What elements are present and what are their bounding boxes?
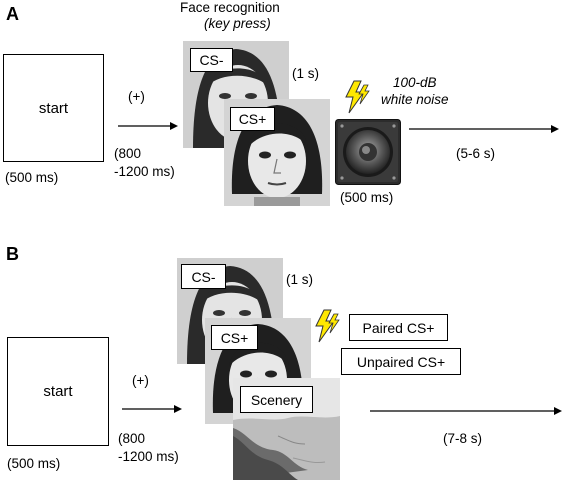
- panel-b-cs-minus-label: CS-: [181, 264, 226, 289]
- panel-b-start-box: start: [7, 337, 109, 446]
- panel-b-fixation: (+): [132, 373, 149, 388]
- speaker-icon: [335, 119, 401, 190]
- panel-a-start-label: start: [38, 99, 69, 117]
- lightning-icon: [312, 309, 340, 348]
- panel-a-us-intensity: 100-dB: [393, 75, 437, 90]
- panel-a-us-type: white noise: [381, 92, 449, 107]
- panel-a-us-duration: (500 ms): [340, 190, 394, 205]
- panel-a-letter: A: [6, 4, 19, 24]
- panel-b-arrow-2: [370, 405, 562, 417]
- panel-a-stim-duration: (1 s): [292, 66, 319, 81]
- panel-a-task-title: Face recognition: [180, 0, 280, 15]
- panel-a-cs-plus-label: CS+: [230, 107, 275, 131]
- panel-a-arrow-1: [118, 120, 178, 132]
- panel-b-start-label: start: [43, 383, 73, 400]
- panel-b-start-duration: (500 ms): [7, 456, 61, 471]
- panel-b-unpaired-label: Unpaired CS+: [341, 348, 461, 375]
- panel-b-scenery-label: Scenery: [240, 386, 313, 413]
- panel-a-task-subtitle: (key press): [204, 16, 271, 31]
- panel-a-task-subtitle-text: key press: [208, 16, 267, 31]
- panel-a-start-duration: (500 ms): [5, 170, 59, 185]
- panel-a-fixation: (+): [128, 89, 145, 104]
- panel-b-cs-plus-label: CS+: [211, 325, 258, 350]
- panel-a-arrow-2: [409, 123, 559, 135]
- lightning-icon: [342, 80, 370, 119]
- panel-b-paired-label: Paired CS+: [349, 314, 448, 341]
- panel-a-start-box: start: [3, 54, 104, 162]
- panel-a-iti: (800 -1200 ms): [114, 146, 175, 179]
- panel-a-cs-minus-label: CS-: [190, 48, 233, 72]
- panel-b-iti: (800 -1200 ms): [118, 431, 179, 464]
- panel-b-stim-duration: (1 s): [286, 272, 313, 287]
- panel-b-arrow-1: [122, 403, 182, 415]
- panel-b-post-interval: (7-8 s): [443, 431, 483, 446]
- panel-a-post-interval: (5-6 s): [456, 146, 496, 161]
- panel-b-letter: B: [6, 244, 19, 264]
